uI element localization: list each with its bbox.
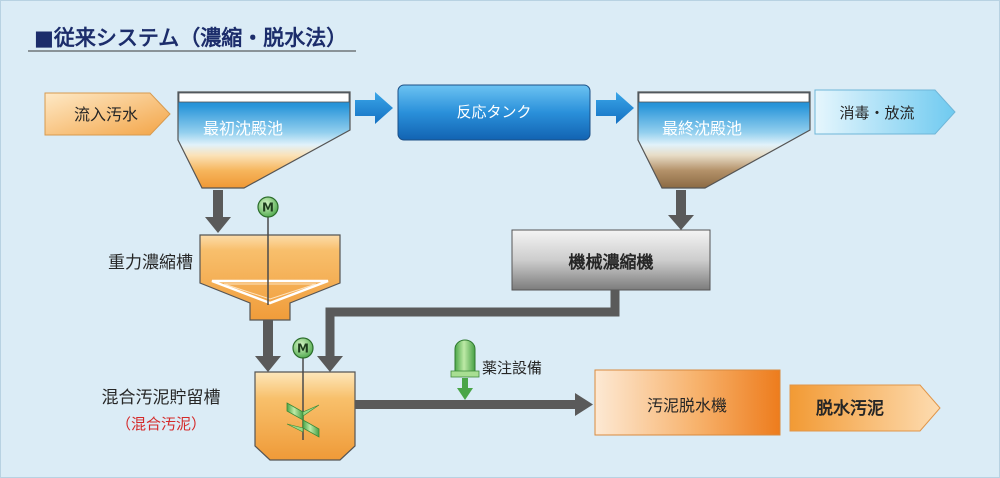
gravity-thickener: M: [199, 196, 341, 321]
chemical-dosing-equipment: 薬注設備: [450, 339, 542, 400]
mixer-icon: [286, 402, 320, 438]
arrow-right-icon: [596, 92, 634, 124]
mechanical-thickener-box: [511, 229, 711, 291]
arrow-right-icon: [355, 92, 393, 124]
sludge-dewatering-machine: 汚泥脱水機: [594, 369, 781, 436]
mixer-blade-twist: [286, 423, 304, 433]
chemical-dosing-label: 薬注設備: [482, 359, 542, 377]
final-clarifier-tank: [637, 91, 811, 189]
arrow-down-icon: [668, 190, 694, 230]
influent-label: 流入汚水: [74, 105, 138, 124]
mechanical-thickener-label: 機械濃縮機: [569, 252, 654, 273]
disinfection-node: 消毒・放流: [814, 89, 956, 135]
disinfection-arrow-shape: [814, 89, 956, 135]
arrow-head: [575, 393, 593, 416]
thickener-rake-inner: [223, 283, 317, 300]
disinfection-label: 消毒・放流: [839, 104, 914, 122]
mixed-sludge-storage-tank: M: [254, 337, 356, 461]
dewatered-sludge-arrow-shape: [789, 384, 941, 432]
arrow-down-icon: [457, 388, 473, 400]
motor-label: M: [262, 201, 274, 215]
thickener-rake-icon: [211, 279, 329, 305]
motor-icon: M: [257, 196, 279, 218]
chemical-tank-base: [450, 370, 480, 378]
primary-clarifier-weir: [178, 92, 350, 103]
final-clarifier-weir: [638, 92, 810, 103]
arrow-down-icon: [255, 320, 281, 372]
storage-tank-body: [254, 371, 356, 461]
gravity-thickener-tank: [199, 234, 341, 321]
storage-tank-label: 混合汚泥貯留槽: [102, 388, 221, 408]
dosing-arrow-shaft: [462, 378, 468, 389]
page-title: ■従来システム（濃縮・脱水法）: [34, 26, 347, 50]
influent-arrow-shape: [44, 92, 171, 136]
arrow-shaft: [355, 400, 577, 409]
arrow-head: [668, 215, 694, 230]
mixed-sludge-note: （混合汚泥）: [116, 415, 206, 433]
arrow-down-icon: [205, 190, 231, 233]
arrow-shaft: [213, 190, 223, 218]
arrow-head: [205, 217, 231, 233]
reaction-tank-box: [397, 84, 591, 141]
motor-circle: [292, 337, 314, 359]
arrow-shaft: [263, 320, 273, 357]
motor-circle: [257, 196, 279, 218]
arrow-head: [255, 356, 281, 372]
arrow-shaft: [676, 190, 686, 216]
motor-icon: M: [292, 337, 314, 359]
primary-clarifier-tank: [177, 91, 351, 189]
mixer-blade-twist: [302, 404, 320, 417]
reaction-tank-label: 反応タンク: [456, 103, 531, 121]
final-clarifier: 最終沈殿池: [637, 91, 811, 189]
dewatering-machine-label: 汚泥脱水機: [647, 396, 727, 415]
final-clarifier-label: 最終沈殿池: [662, 119, 742, 138]
motor-label: M: [297, 342, 309, 356]
arrow-down-icon: [317, 356, 343, 372]
primary-clarifier: 最初沈殿池: [177, 91, 351, 189]
dewatering-machine-box: [594, 369, 781, 436]
gravity-thickener-label: 重力濃縮槽: [108, 253, 193, 273]
primary-clarifier-label: 最初沈殿池: [203, 119, 283, 138]
dewatered-sludge-node: 脱水汚泥: [789, 384, 941, 432]
chemical-tank-icon: [454, 339, 476, 373]
reaction-tank: 反応タンク: [397, 84, 591, 141]
mechanical-to-storage-pipe: [325, 290, 620, 358]
dewatered-sludge-label: 脱水汚泥: [816, 398, 884, 419]
influent-node: 流入汚水: [44, 92, 171, 136]
mixer-blade-lower: [302, 419, 320, 438]
mechanical-thickener: 機械濃縮機: [511, 229, 711, 291]
arrow-right-icon: [355, 393, 593, 416]
